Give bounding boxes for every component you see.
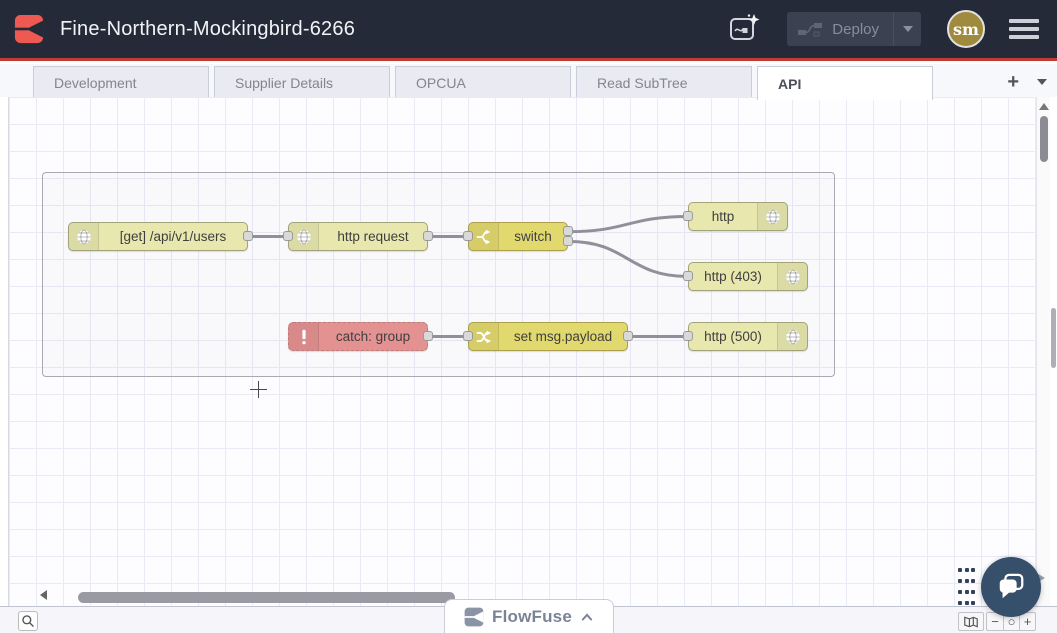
zoom-out-button[interactable]: − [991,614,999,629]
node-label: set msg.payload [513,329,613,344]
flowfuse-brand-label: FlowFuse [492,606,572,626]
output-port[interactable] [423,331,433,341]
deploy-button-main[interactable]: Deploy [787,20,893,38]
search-icon [22,615,34,627]
node-http-response[interactable]: http [683,202,788,231]
node-http-response-500[interactable]: http (500) [683,322,808,351]
node-change[interactable]: set msg.payload [463,322,633,351]
menu-bar [1009,35,1039,39]
deploy-options-button[interactable] [893,12,921,46]
map-icon [964,616,978,628]
input-port[interactable] [683,331,693,341]
node-http-response-403[interactable]: http (403) [683,262,808,291]
flowfuse-logo-icon [14,14,44,44]
node-label: http request [337,229,409,244]
tab-development[interactable]: Development [33,66,209,99]
tab-supplier-details[interactable]: Supplier Details [214,66,390,99]
hscroll-thumb[interactable] [78,592,455,603]
chat-launcher-button[interactable] [981,557,1041,617]
node-catch[interactable]: catch: group [288,322,433,351]
main-menu-button[interactable] [1009,19,1039,39]
tabbar-controls: + [1003,64,1047,100]
node-label: http [711,209,735,224]
flow-assistant-icon [730,14,760,40]
canvas-left-strip [0,97,9,606]
zoom-in-button[interactable]: + [1019,613,1035,630]
instance-title: Fine-Northern-Mockingbird-6266 [60,17,356,40]
node-label: http (403) [704,269,762,284]
flow-assistant-button[interactable] [727,12,763,46]
cursor-crosshair [258,381,259,398]
header: Fine-Northern-Mockingbird-6266 Deploy [0,0,1057,61]
globe-icon [757,203,787,230]
flow-canvas[interactable]: [get] /api/v1/users http request switch htt… [0,97,1057,606]
canvas-grid[interactable] [9,97,1036,606]
node-label: switch [514,229,552,244]
zoom-reset-button[interactable]: ○ [1003,613,1019,630]
input-port[interactable] [683,211,693,221]
node-label: catch: group [335,329,411,344]
add-flow-button[interactable]: + [1007,71,1019,93]
vscroll-up-arrow[interactable] [1039,103,1049,110]
hscroll-left-arrow[interactable] [40,590,47,600]
tab-opcua[interactable]: OPCUA [395,66,571,99]
output-port[interactable] [423,231,433,241]
vscroll-track[interactable] [1036,97,1050,606]
output-port[interactable] [243,231,253,241]
navigator-button[interactable] [958,612,984,631]
globe-icon [289,223,319,250]
widget-drag-handle[interactable] [958,568,975,605]
deploy-button[interactable]: Deploy [787,12,921,46]
deploy-icon [798,23,823,37]
node-http-in[interactable]: [get] /api/v1/users [68,222,253,251]
vscroll-thumb[interactable] [1040,116,1048,162]
menu-bar [1009,19,1039,23]
globe-icon [69,223,99,250]
flow-tabbar: Development Supplier Details OPCUA Read … [0,64,1057,100]
search-button[interactable] [18,611,38,631]
tab-api[interactable]: API [757,66,933,100]
node-label: http (500) [704,329,762,344]
input-port[interactable] [683,271,693,281]
node-label: [get] /api/v1/users [119,229,227,244]
flowfuse-drawer-toggle[interactable]: FlowFuse [444,599,614,633]
flowfuse-logo-icon [464,607,484,626]
user-avatar[interactable]: sm [947,10,985,48]
flow-list-caret-icon[interactable] [1037,79,1047,85]
deploy-label: Deploy [832,20,879,38]
chevron-up-icon [581,612,593,620]
globe-icon [777,263,807,290]
globe-icon [777,323,807,350]
exclamation-icon [289,323,319,350]
shuffle-icon [469,323,499,350]
chat-bubble-icon [999,573,1024,599]
input-port[interactable] [463,331,473,341]
menu-bar [1009,27,1039,31]
tab-read-subtree[interactable]: Read SubTree [576,66,752,99]
output-port[interactable] [563,226,573,237]
chevron-down-icon [902,26,913,32]
node-http-request[interactable]: http request [283,222,433,251]
page-scrollbar-thumb[interactable] [1051,308,1056,368]
input-port[interactable] [283,231,293,241]
node-switch[interactable]: switch [463,222,573,251]
input-port[interactable] [463,231,473,241]
nodes-layer: [get] /api/v1/users http request switch htt… [0,97,1057,606]
output-port[interactable] [623,331,633,341]
switch-icon [469,223,499,250]
output-port[interactable] [563,235,573,246]
